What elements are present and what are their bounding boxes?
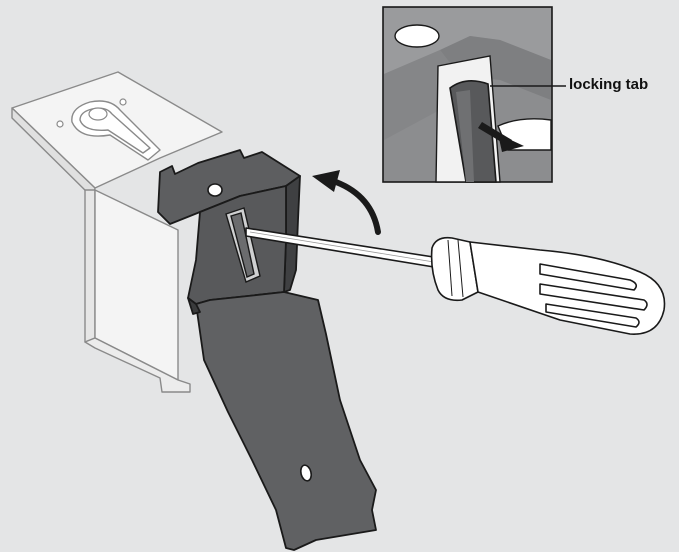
locking-tab: [225, 207, 261, 283]
locking-bracket: [157, 149, 377, 551]
tab-hole: [299, 464, 313, 482]
double-arrow-icon: [478, 122, 524, 152]
locking-tab-label: locking tab: [569, 76, 649, 93]
mounting-bracket: [11, 71, 223, 393]
bracket-holes: [56, 98, 127, 128]
curved-arrow-icon: [312, 170, 381, 235]
flange-hole: [207, 183, 223, 197]
detail-inset: [382, 6, 566, 183]
screwdriver: [245, 227, 666, 335]
